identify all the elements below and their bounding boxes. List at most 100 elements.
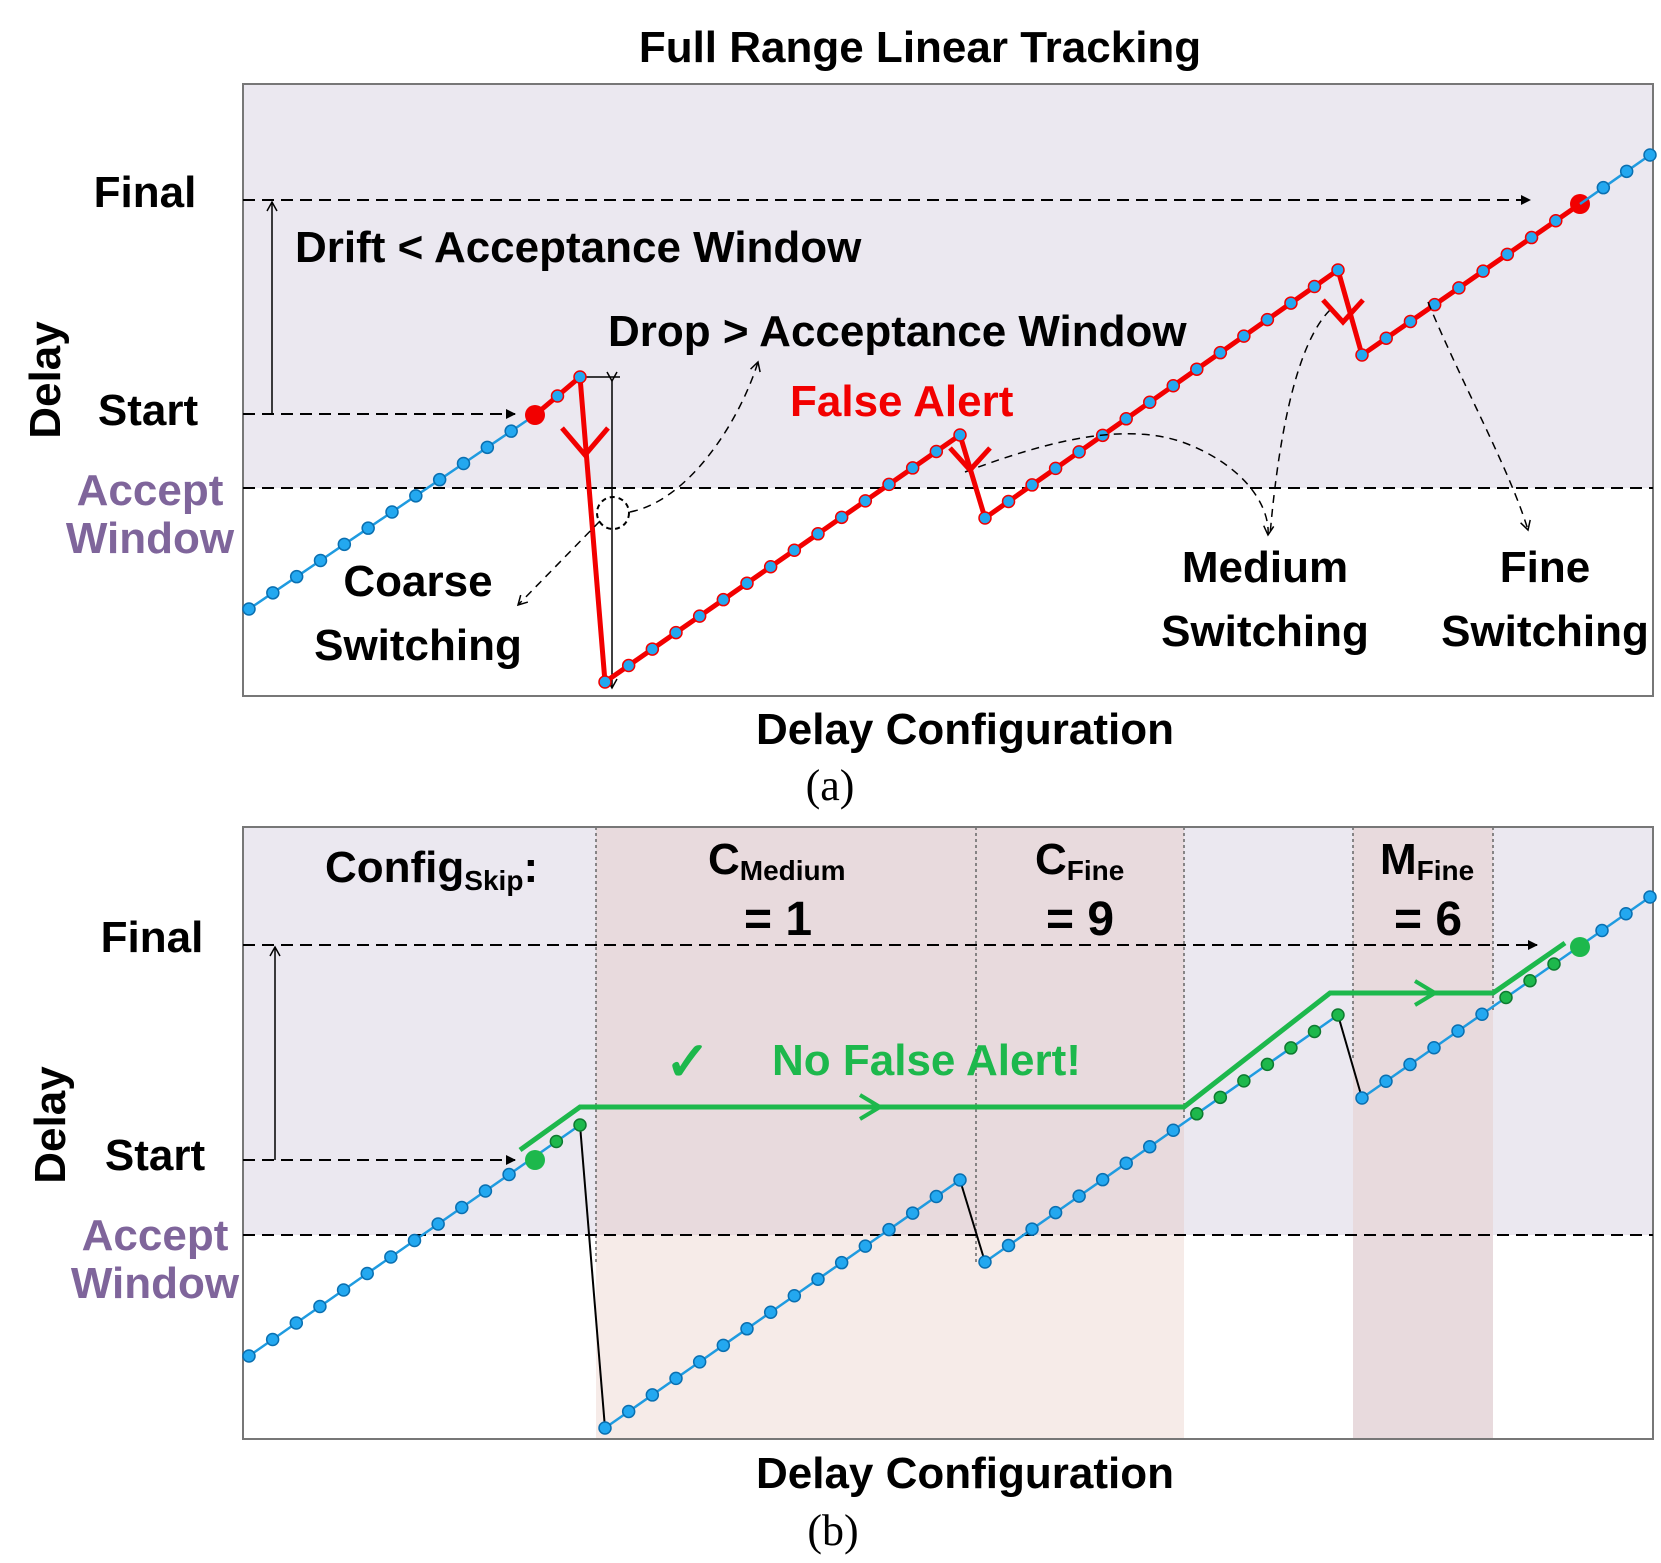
config-point-b	[1048, 1205, 1063, 1220]
config-point-b	[1403, 1057, 1417, 1072]
lead-in-point-a	[313, 553, 328, 568]
config-point-b	[1119, 1156, 1133, 1170]
config-point-b	[858, 1239, 873, 1253]
drop-marker-3	[1321, 298, 1365, 326]
drop-line-b-2	[959, 1179, 986, 1263]
tracked-point-a	[550, 389, 565, 403]
tracked-point-a	[1452, 281, 1466, 295]
tracked-point-a	[1142, 395, 1157, 410]
config-point-b	[740, 1322, 754, 1336]
tail-point-a	[1643, 148, 1657, 162]
config-point-b	[905, 1206, 920, 1220]
config-point-b	[1475, 1007, 1489, 1021]
panel-a: Full Range Linear Tracking Final Start A…	[21, 23, 1657, 810]
tracked-point-a	[1190, 362, 1204, 376]
config-point-b	[834, 1255, 849, 1270]
config-point-b	[1643, 890, 1657, 904]
tracked-point-a	[621, 658, 636, 673]
config-point-b	[1427, 1041, 1441, 1055]
lead-in-point-a	[432, 472, 447, 487]
tail-point-a	[1619, 164, 1634, 179]
config-point-b	[242, 1349, 256, 1363]
config-line-b-2	[604, 1178, 961, 1430]
tracked-point-a	[1213, 345, 1228, 360]
config-point-b	[882, 1222, 896, 1237]
lead-in-point-a	[409, 489, 423, 503]
tracked-point-a	[1549, 214, 1563, 228]
config-point-b	[1355, 1091, 1369, 1105]
tracked-point-a	[1307, 279, 1322, 294]
lead-in-point-a	[385, 505, 399, 519]
tracked-point-a	[905, 461, 920, 475]
drop-line-b-1	[579, 1124, 606, 1429]
config-point-b	[811, 1272, 825, 1286]
lead-in-point-a	[504, 424, 518, 438]
final-point-b	[1570, 937, 1590, 957]
medium-label-2: Switching	[1161, 607, 1369, 656]
lead-in-point-a	[480, 440, 495, 455]
series-b	[242, 890, 1657, 1435]
tracked-point-a	[669, 625, 683, 640]
caption-a: (a)	[806, 761, 855, 810]
x-axis-label-a: Delay Configuration	[756, 705, 1174, 754]
fine-label-2: Switching	[1441, 607, 1649, 656]
medium-pointer-2	[1269, 309, 1331, 536]
config-point-b	[289, 1316, 304, 1330]
final-label-b: Final	[101, 913, 204, 962]
drop-pointer	[629, 360, 761, 513]
fine-pointer	[1427, 301, 1531, 532]
config-point-b	[1451, 1024, 1465, 1038]
config-point-b	[1025, 1222, 1039, 1236]
c-medium-band	[596, 827, 976, 1235]
tracked-point-a	[573, 370, 587, 384]
panel-b: Final Start Accept Window Delay Delay Co…	[26, 826, 1657, 1555]
coarse-switch-circle	[596, 496, 630, 530]
medium-label-1: Medium	[1182, 543, 1348, 592]
tracked-point-a	[645, 642, 660, 656]
config-point-b	[1072, 1189, 1086, 1203]
tail-line-a	[1579, 153, 1651, 206]
config-point-b	[431, 1217, 445, 1231]
config-point-b	[1001, 1238, 1016, 1253]
panel-a-frame	[242, 83, 1654, 697]
skipped-point-b	[1523, 974, 1537, 988]
config-point-b	[645, 1388, 660, 1402]
config-point-b	[265, 1332, 280, 1347]
skipped-point-b	[1237, 1074, 1251, 1088]
skipped-point-b	[1499, 990, 1513, 1005]
skipped-point-b	[1260, 1057, 1275, 1072]
y-axis-label-b: Delay	[26, 1066, 75, 1184]
m-fine-band	[1353, 827, 1493, 1439]
tracked-point-a	[1500, 247, 1515, 262]
fine-label-1: Fine	[1500, 543, 1590, 592]
config-point-b	[1166, 1123, 1181, 1138]
config-point-b	[953, 1173, 967, 1187]
no-false-alert-label: No False Alert!	[772, 1036, 1081, 1085]
c-medium-label: CMedium	[708, 835, 846, 886]
start-point-b	[525, 1150, 545, 1170]
tracked-point-a	[1476, 264, 1490, 278]
lead-in-point-a	[242, 602, 256, 616]
start-label-a: Start	[98, 386, 199, 435]
tracked-point-a	[1001, 494, 1016, 509]
tracked-point-a	[763, 559, 778, 574]
skipped-point-b	[549, 1134, 564, 1149]
c-fine-value: = 9	[1046, 893, 1114, 946]
tracked-point-a	[834, 510, 849, 525]
config-point-b	[716, 1338, 731, 1353]
config-point-b	[598, 1421, 612, 1435]
config-point-b	[384, 1250, 398, 1264]
lead-in-point-a	[289, 569, 304, 584]
coarse-pointer	[516, 520, 601, 607]
tracked-point-a	[740, 576, 754, 590]
m-fine-value: = 6	[1394, 893, 1462, 946]
drift-label: Drift < Acceptance Window	[295, 223, 862, 272]
tracked-point-a	[929, 444, 944, 459]
start-point-a	[525, 405, 545, 425]
panel-a-title: Full Range Linear Tracking	[639, 23, 1201, 72]
skip-arrowhead-2	[1413, 979, 1439, 1007]
accept-label-a-1: Accept	[77, 466, 224, 515]
skipped-point-b	[573, 1118, 587, 1132]
tracked-point-a	[811, 527, 825, 541]
